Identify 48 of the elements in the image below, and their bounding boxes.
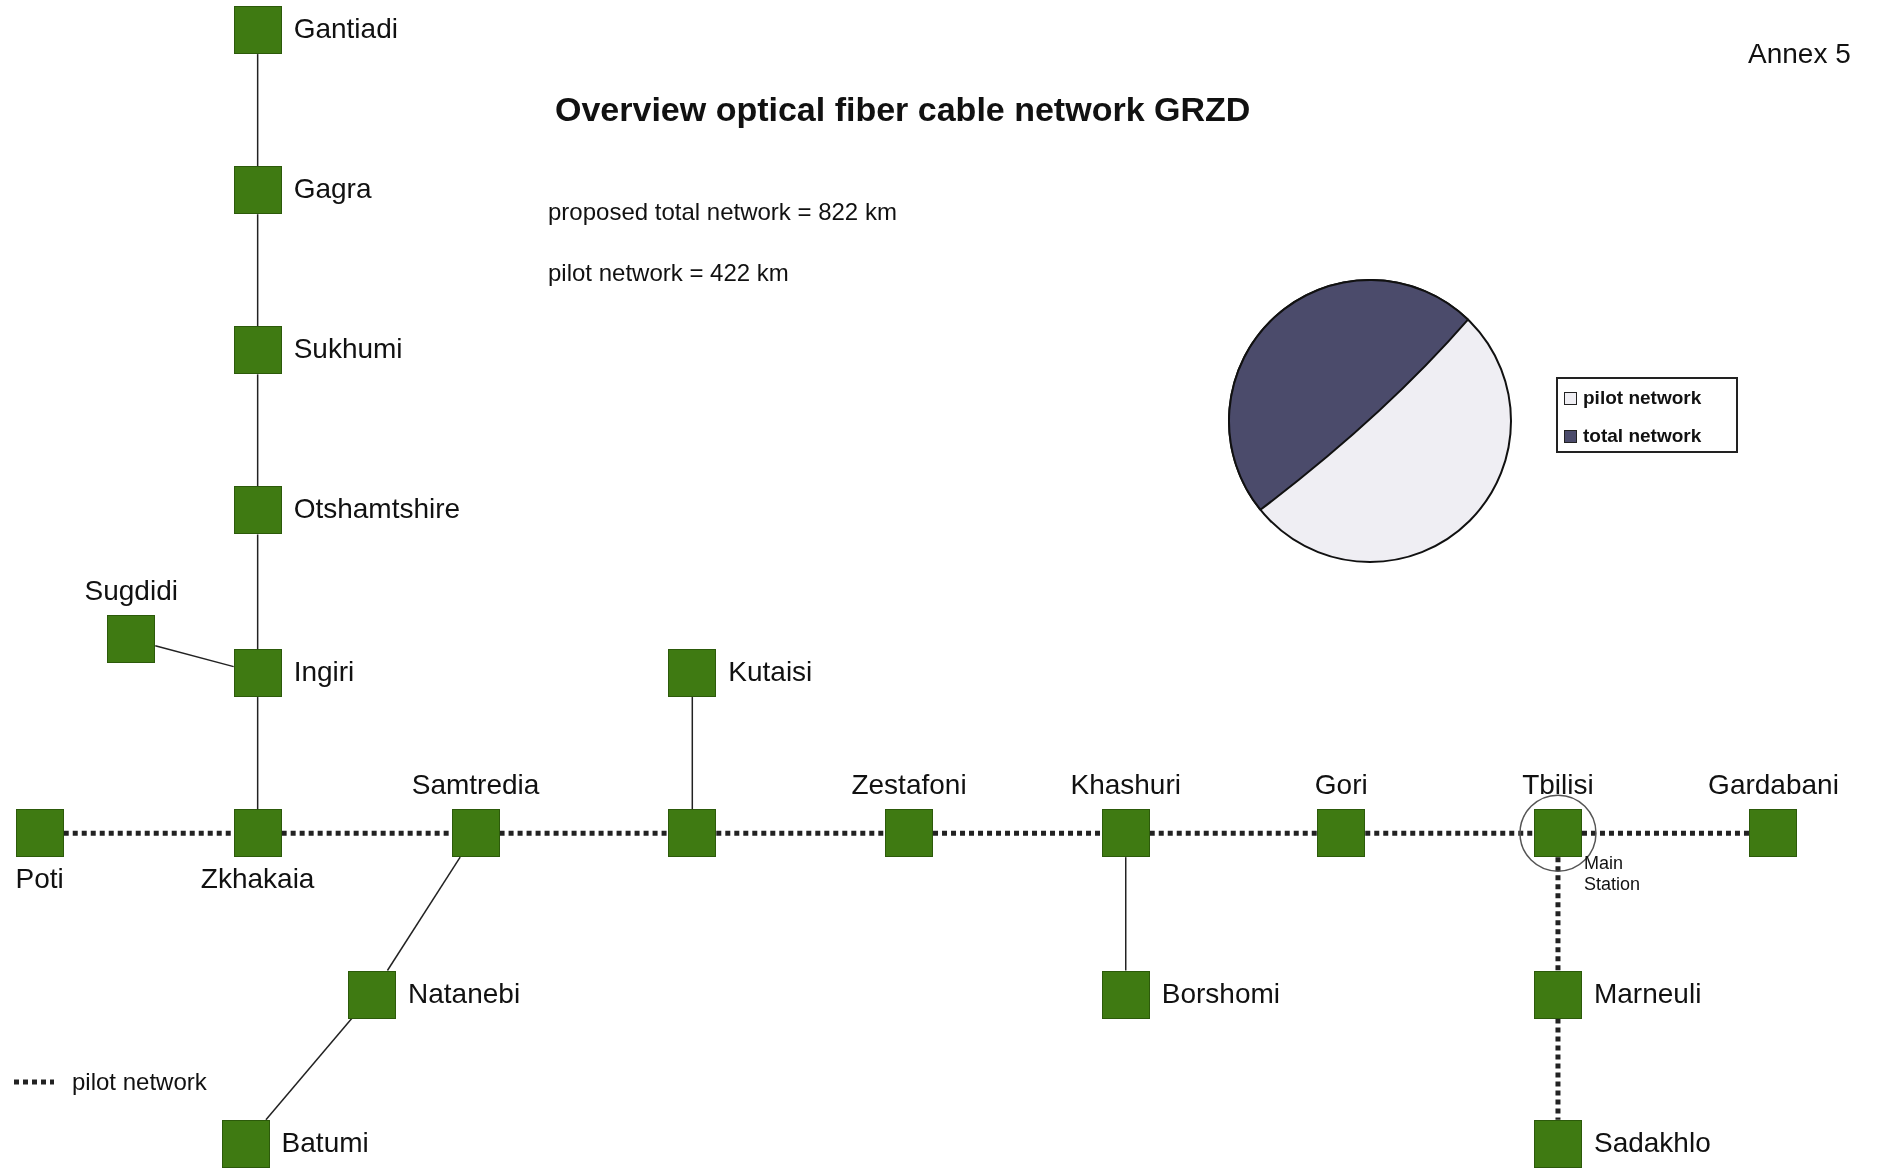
dotted-cable-line	[1365, 830, 1534, 836]
title: Overview optical fiber cable network GRZD	[555, 90, 1251, 129]
station-label: Samtredia	[411, 769, 540, 802]
dotted-cable-line	[1582, 830, 1750, 836]
cable-line	[256, 53, 259, 167]
legend-label: pilot network	[1583, 387, 1702, 409]
cable-line	[154, 644, 235, 668]
cable-line	[691, 696, 694, 810]
station-label: Gardabani	[1708, 769, 1839, 802]
dotted-cable-line	[1149, 830, 1318, 836]
dotted-cable-line	[281, 830, 452, 836]
dotted-cable-line	[63, 830, 234, 836]
network-length-note: pilot network = 422 km	[548, 259, 789, 287]
station-label: Poti	[15, 863, 64, 896]
station-label: Khashuri	[1070, 769, 1181, 802]
station-label: Gagra	[293, 173, 372, 206]
station-label: Batumi	[281, 1126, 369, 1159]
station-label: Natanebi	[408, 977, 521, 1010]
legend-label: pilot network	[72, 1068, 207, 1096]
station-label: Gantiadi	[293, 13, 398, 46]
dotted-cable-line	[1555, 857, 1561, 971]
station-label: Sadakhlo	[1593, 1126, 1711, 1159]
station-label: Kutaisi	[728, 656, 813, 689]
station-label: Ingiri	[293, 656, 355, 689]
station-label: Zkhakaia	[200, 863, 315, 896]
cable-line	[256, 533, 259, 650]
station-label: Zestafoni	[851, 769, 967, 802]
cable-line	[1125, 856, 1127, 972]
station-label: Marneuli	[1593, 977, 1702, 1010]
cable-line	[256, 696, 259, 810]
station-label: Otshamtshire	[293, 493, 461, 526]
station-label: Borshomi	[1161, 977, 1280, 1010]
legend-label: total network	[1583, 425, 1702, 447]
dotted-cable-line	[933, 830, 1102, 836]
station-label: Tbilisi	[1522, 769, 1594, 802]
station-note: Main Station	[1583, 853, 1641, 896]
station-label: Gori	[1314, 769, 1368, 802]
dotted-cable-line	[1555, 1018, 1561, 1120]
dotted-cable-line	[499, 830, 669, 836]
cable-line	[256, 373, 259, 488]
station-label: Sugdidi	[84, 575, 178, 608]
dotted-cable-line	[716, 830, 885, 836]
cable-line	[256, 213, 259, 328]
network-length-note: proposed total network = 822 km	[548, 198, 897, 226]
annex-label: Annex 5	[1748, 38, 1851, 70]
cable-line	[265, 1017, 353, 1121]
station-label: Sukhumi	[293, 333, 403, 366]
cable-line	[386, 856, 461, 972]
